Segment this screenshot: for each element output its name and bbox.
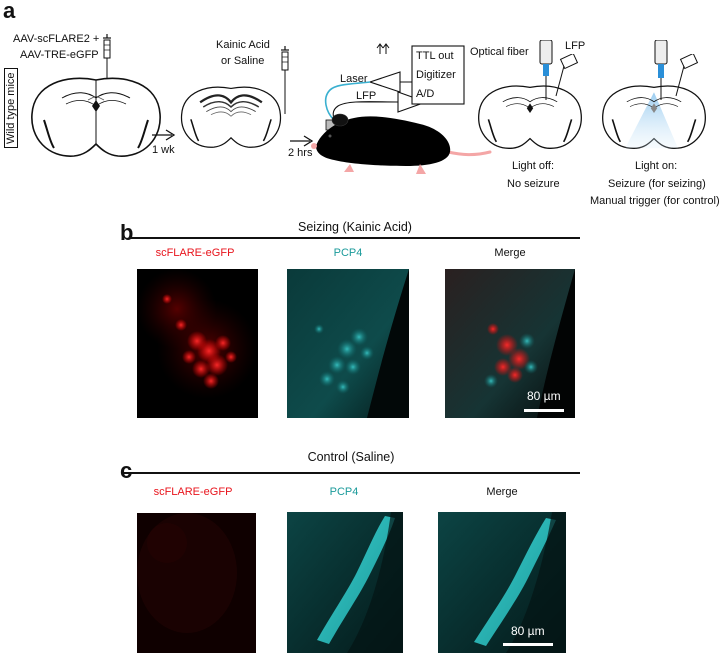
panel-b-letter: b (120, 220, 134, 245)
drug-label-2: or Saline (221, 55, 265, 67)
mouse-icon (311, 113, 492, 174)
ttl-label: TTL out (416, 50, 454, 62)
panel-b-merge-image (445, 269, 575, 418)
panel-b-col3-label: Merge (494, 247, 526, 259)
laser-label: Laser (340, 73, 368, 85)
arrow-1-icon (152, 129, 176, 141)
interval-1-label: 1 wk (152, 144, 175, 156)
light-on-label-1: Light on: (635, 160, 678, 172)
optical-fiber-on-icon (654, 40, 668, 100)
lfp-probe-icon (555, 54, 579, 97)
arrow-2-icon (290, 135, 314, 147)
light-off-label-1: Light off: (512, 160, 554, 172)
virus-label-1: AAV-scFLARE2 + (13, 33, 100, 45)
drug-label-1: Kainic Acid (216, 39, 270, 51)
syringe-icon (281, 46, 289, 114)
panel-c-col2-label: PCP4 (329, 486, 359, 498)
panel-c-red-image (137, 513, 256, 653)
interval-2-label: 2 hrs (288, 147, 313, 159)
panel-b-header: Seizing (Kainic Acid) (298, 220, 412, 234)
light-on-label-2: Seizure (for seizing) (608, 178, 706, 190)
panel-a-letter: a (3, 0, 16, 23)
panel-b-scale-bar (524, 409, 564, 412)
digitizer-label: Digitizer (416, 69, 456, 81)
panel-c-col3-label: Merge (486, 486, 518, 498)
mouse-strain-label: Wild type mice (4, 68, 18, 148)
lfp-probe-label: LFP (565, 40, 586, 52)
panel-c-header: Control (Saline) (307, 450, 395, 464)
panel-c-letter: c (120, 458, 133, 483)
lfp-rig-label: LFP (356, 90, 377, 102)
recording-rig-diagram (324, 43, 465, 131)
brain-section-4 (602, 85, 706, 149)
panel-c-scale-bar (503, 643, 553, 646)
virus-label-2: AAV-TRE-eGFP (20, 49, 99, 61)
brain-section-3 (478, 85, 582, 149)
panel-c-merge-image (438, 512, 566, 653)
panel-c-col1-label: scFLARE-eGFP (153, 486, 233, 498)
panel-c-rule (122, 472, 580, 474)
panel-b-col1-label: scFLARE-eGFP (155, 247, 235, 259)
panel-c-scale-label: 80 µm (511, 624, 545, 638)
light-on-label-3: Manual trigger (for control) (590, 195, 720, 207)
brain-section-1 (31, 77, 161, 157)
panel-b-col2-label: PCP4 (333, 247, 363, 259)
ad-label: A/D (416, 88, 435, 100)
panel-b-red-image (137, 269, 258, 418)
light-off-label-2: No seizure (507, 178, 560, 190)
panel-b-rule (131, 237, 580, 239)
lfp-probe-icon (675, 54, 699, 97)
brain-section-2 (181, 86, 281, 148)
panel-c-cyan-image (287, 512, 403, 653)
optical-fiber-icon (539, 40, 553, 100)
optical-fiber-label: Optical fiber (470, 46, 529, 58)
panel-b-scale-label: 80 µm (527, 389, 561, 403)
panel-b-cyan-image (287, 269, 409, 418)
